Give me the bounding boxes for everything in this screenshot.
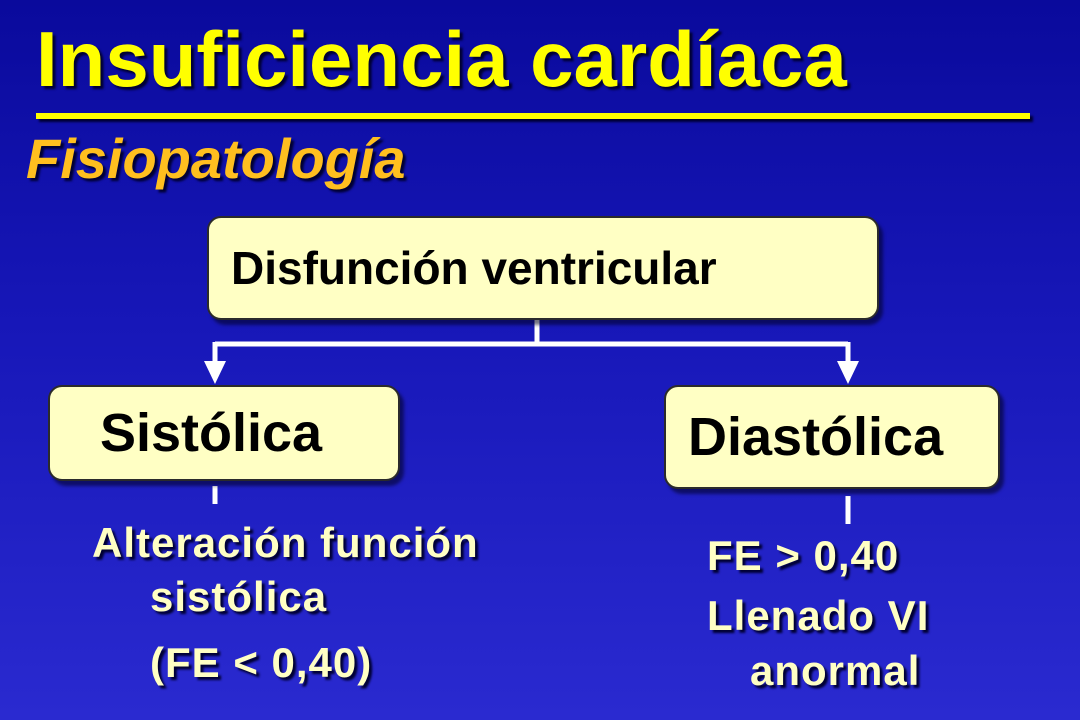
diastolic-text-line-1: FE > 0,40 bbox=[707, 532, 900, 579]
diastolic-text-line-3: anormal bbox=[750, 647, 921, 694]
root-box-label: Disfunción ventricular bbox=[231, 242, 717, 294]
slide-title: Insuficiencia cardíaca bbox=[36, 15, 847, 103]
systolic-text-line-2: sistólica bbox=[150, 573, 328, 620]
diastolic-box-label: Diastólica bbox=[688, 407, 944, 467]
diastolic-text-line-2: Llenado VI bbox=[707, 592, 930, 639]
systolic-box-label: Sistólica bbox=[100, 403, 323, 463]
diastolic-box: Diastólica bbox=[664, 385, 1000, 489]
right-arrowhead bbox=[837, 361, 859, 384]
systolic-box: Sistólica bbox=[48, 385, 400, 481]
systolic-text-line-3: (FE < 0,40) bbox=[150, 639, 373, 686]
title-underline bbox=[36, 113, 1030, 119]
root-box: Disfunción ventricular bbox=[207, 216, 879, 320]
left-arrowhead bbox=[204, 361, 226, 384]
slide-subtitle: Fisiopatología bbox=[26, 127, 406, 190]
systolic-text-line-1: Alteración función bbox=[92, 519, 479, 566]
